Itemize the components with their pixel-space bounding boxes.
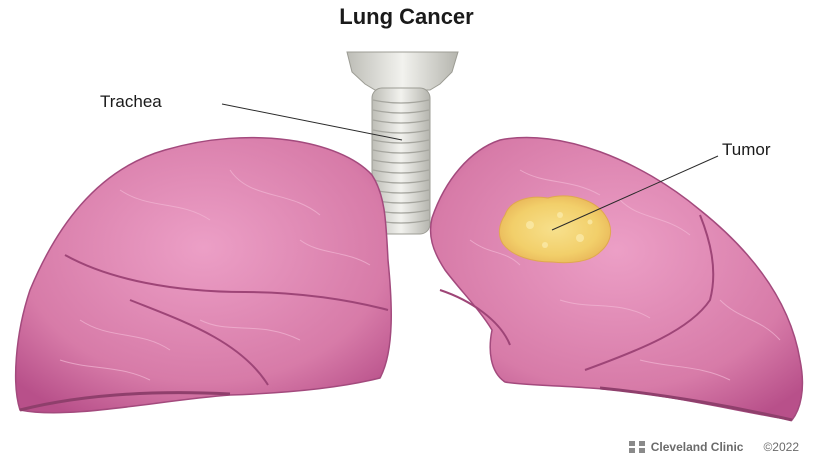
cleveland-clinic-logo-icon [629,441,645,453]
larynx [347,52,458,90]
left-lung [16,138,392,413]
credit-brand: Cleveland Clinic [651,440,744,454]
credit-copyright: ©2022 [763,440,799,454]
tumor-label: Tumor [722,140,771,160]
credit-line: Cleveland Clinic ©2022 [629,440,799,454]
trachea-label: Trachea [100,92,162,112]
right-lung [431,137,803,420]
tumor [499,196,610,263]
